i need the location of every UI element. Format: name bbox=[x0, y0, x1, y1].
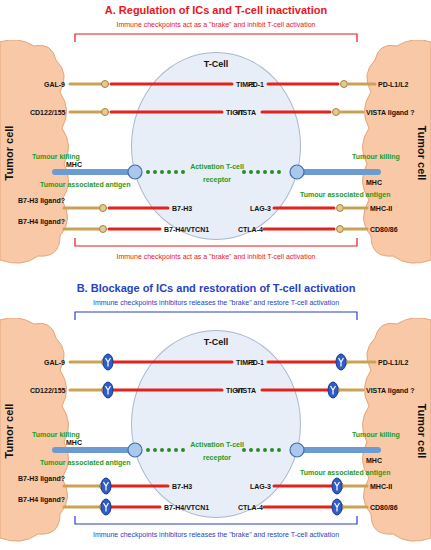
cell-name: Tumor cell bbox=[416, 125, 428, 180]
t-cell: T-CellActivation T-cell receptor bbox=[131, 330, 301, 518]
bracket-note: Immune checkpoints inhibitors releases t… bbox=[93, 298, 339, 307]
molecule-label: MHC bbox=[66, 438, 82, 447]
molecule-label: B7-H3 ligand? bbox=[18, 474, 65, 483]
bracket-note: Immune checkpoints act as a "brake" and … bbox=[117, 20, 316, 29]
cell-name: Tumor cell bbox=[416, 403, 428, 458]
antibody-symbol bbox=[103, 354, 113, 370]
molecule-label: CD80/86 bbox=[370, 225, 398, 234]
cell-heading: T-Cell bbox=[132, 337, 300, 347]
process-label: Tumour killing bbox=[32, 152, 80, 161]
cell-name: Tumor cell bbox=[3, 403, 15, 458]
antibody-symbol bbox=[332, 499, 342, 515]
molecule-label: VISTA ligand ? bbox=[366, 108, 415, 117]
molecule-label: GAL-9 bbox=[44, 80, 65, 89]
process-label: Tumour associated antigen bbox=[300, 190, 391, 199]
tumor-shape bbox=[0, 40, 69, 263]
antibody-symbol bbox=[103, 382, 113, 398]
molecule-label: MHC-II bbox=[370, 204, 392, 213]
cell-name: Tumor cell bbox=[3, 125, 15, 180]
molecule-label: GAL-9 bbox=[44, 358, 65, 367]
t-cell: T-CellActivation T-cell receptor bbox=[131, 52, 301, 240]
bracket bbox=[75, 34, 357, 42]
molecule-label: LAG-3 bbox=[250, 482, 271, 491]
receptor-caption: Activation T-cell receptor bbox=[190, 438, 244, 464]
molecule-label: PD-1 bbox=[248, 80, 264, 89]
molecule-label: LAG-3 bbox=[250, 204, 271, 213]
molecule-label: VISTA bbox=[236, 108, 256, 117]
molecule-label: B7-H3 ligand? bbox=[18, 196, 65, 205]
antibody-symbol bbox=[332, 478, 342, 494]
bracket bbox=[75, 516, 357, 524]
tumor-blob bbox=[0, 40, 69, 263]
antibody-symbol bbox=[336, 354, 346, 370]
tumor-shape bbox=[362, 40, 431, 263]
bracket-note: Immune checkpoints inhibitors releases t… bbox=[93, 530, 339, 539]
tumor-blob bbox=[362, 318, 431, 541]
molecule-label: CD80/86 bbox=[370, 503, 398, 512]
process-label: Tumour associated antigen bbox=[40, 458, 131, 467]
molecule-label: MHC bbox=[366, 456, 382, 465]
molecule-label: B7-H3 bbox=[172, 482, 192, 491]
panel-art bbox=[55, 81, 378, 233]
panel-art bbox=[55, 359, 378, 511]
tumor-shape bbox=[362, 318, 431, 541]
molecule-label: MHC-II bbox=[370, 482, 392, 491]
molecule-label: CTLA-4 bbox=[238, 503, 263, 512]
molecule-label: CD122/155 bbox=[30, 386, 65, 395]
bracket-note: Immune checkpoints act as a "brake" and … bbox=[117, 252, 316, 261]
molecule-label: PD-L1/L2 bbox=[378, 358, 408, 367]
molecule-label: B7-H4/VTCN1 bbox=[164, 503, 209, 512]
molecule-label: B7-H4/VTCN1 bbox=[164, 225, 209, 234]
tumor-blob bbox=[362, 40, 431, 263]
molecule-label: B7-H4 ligand? bbox=[18, 217, 65, 226]
molecule-label: PD-L1/L2 bbox=[378, 80, 408, 89]
panel-title: A. Regulation of ICs and T-cell inactiva… bbox=[105, 4, 327, 17]
molecule-label: B7-H4 ligand? bbox=[18, 495, 65, 504]
tumor-shape bbox=[0, 318, 69, 541]
receptor-caption: Activation T-cell receptor bbox=[190, 160, 244, 186]
molecule-label: VISTA ligand ? bbox=[366, 386, 415, 395]
process-label: Tumour associated antigen bbox=[300, 468, 391, 477]
antibody-symbol bbox=[101, 499, 111, 515]
panel-title: B. Blockage of ICs and restoration of T-… bbox=[77, 282, 356, 295]
molecule-label: B7-H3 bbox=[172, 204, 192, 213]
molecule-label: CD122/155 bbox=[30, 108, 65, 117]
molecule-label: CTLA-4 bbox=[238, 225, 263, 234]
bracket bbox=[75, 312, 357, 320]
process-label: Tumour killing bbox=[352, 430, 400, 439]
antibody-symbol bbox=[101, 478, 111, 494]
bracket bbox=[75, 238, 357, 246]
process-label: Tumour killing bbox=[352, 152, 400, 161]
tumor-blob bbox=[0, 318, 69, 541]
antibody-symbol bbox=[328, 382, 338, 398]
molecule-label: MHC bbox=[366, 178, 382, 187]
molecule-label: PD-1 bbox=[248, 358, 264, 367]
process-label: Tumour associated antigen bbox=[40, 180, 131, 189]
process-label: Tumour killing bbox=[32, 430, 80, 439]
cell-heading: T-Cell bbox=[132, 59, 300, 69]
molecule-label: MHC bbox=[66, 160, 82, 169]
molecule-label: VISTA bbox=[236, 386, 256, 395]
